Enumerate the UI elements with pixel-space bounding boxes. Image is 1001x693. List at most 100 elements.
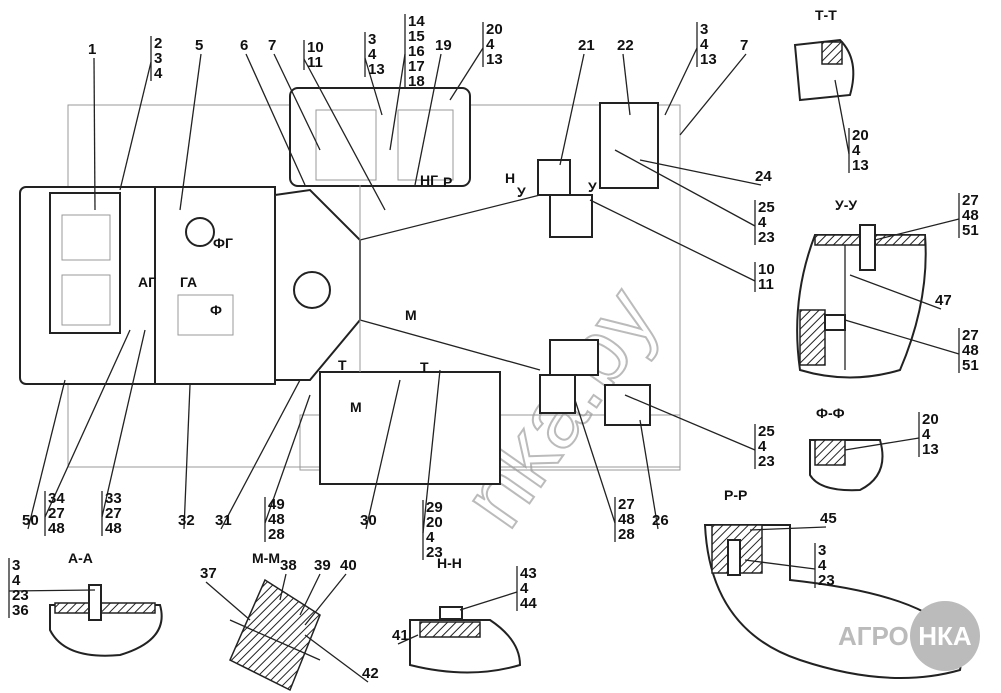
leader-line	[414, 53, 442, 186]
callout-22: 22	[617, 37, 634, 54]
callout-32: 32	[178, 512, 195, 529]
mark-h: Н	[505, 170, 515, 186]
callout-47: 47	[935, 292, 952, 309]
callout-21: 21	[578, 37, 595, 54]
leader-line	[639, 419, 659, 530]
leader-line	[205, 581, 251, 621]
leader-line	[679, 53, 747, 136]
leader-line	[179, 53, 202, 211]
leader-line	[365, 379, 401, 530]
leader-line	[749, 526, 827, 531]
leader-line	[559, 53, 585, 166]
callout-45: 45	[820, 510, 837, 527]
leader-line	[273, 53, 321, 151]
leader-line	[299, 573, 321, 616]
callout-38: 38	[280, 557, 297, 574]
callout-37: 37	[200, 565, 217, 582]
section-title-uu: У-У	[835, 197, 857, 213]
leader-line	[27, 379, 66, 530]
callout-50: 50	[22, 512, 39, 529]
callout-6: 6	[240, 37, 248, 54]
leader-line	[744, 559, 816, 570]
section-title-aa: А-А	[68, 550, 93, 566]
leader-line	[101, 329, 146, 518]
mark-u: У	[588, 179, 597, 195]
leader-line	[422, 369, 441, 534]
mark-m: М	[405, 307, 417, 323]
leader-line	[664, 47, 698, 116]
section-ff-view	[809, 439, 884, 492]
callout-26: 26	[652, 512, 669, 529]
main-frame-view	[19, 87, 681, 485]
leader-line	[459, 591, 518, 611]
leader-line	[8, 589, 96, 592]
section-title-mm: М-М	[252, 550, 280, 566]
logo-text: АГРО	[838, 621, 909, 651]
leader-line	[279, 573, 287, 601]
section-hh-view	[409, 606, 522, 674]
callout-40: 40	[340, 557, 357, 574]
leader-line	[622, 53, 631, 116]
mark-t: Т	[338, 357, 347, 373]
callout-39: 39	[314, 557, 331, 574]
mark-a: АГ	[138, 274, 156, 290]
leader-line	[183, 384, 191, 530]
callout-42: 42	[362, 665, 379, 682]
leader-line	[397, 634, 419, 645]
mark-p: Р	[443, 174, 452, 190]
leader-line	[874, 218, 960, 241]
mark-u: У	[517, 184, 526, 200]
callout-41: 41	[392, 627, 409, 644]
callout-24: 24	[755, 168, 772, 185]
section-title-tt: Т-Т	[815, 7, 837, 23]
section-aa-view	[49, 584, 163, 657]
leader-line	[220, 379, 301, 530]
callout-19: 19	[435, 37, 452, 54]
leader-line	[264, 394, 311, 524]
callout-7: 7	[740, 37, 748, 54]
section-tt-view	[793, 38, 855, 102]
leader-line	[574, 399, 616, 524]
logo: АГРО НКА	[838, 601, 980, 671]
leader-line	[119, 61, 152, 191]
callout-31: 31	[215, 512, 232, 529]
leader-line	[624, 394, 756, 451]
mark-m: М	[350, 399, 362, 415]
section-uu-view	[796, 224, 927, 379]
leader-line	[44, 329, 131, 518]
leader-line	[303, 58, 386, 211]
section-title-ff: Ф-Ф	[816, 405, 845, 421]
leader-line	[245, 53, 306, 186]
leader-line	[449, 47, 484, 101]
mark-t: Т	[420, 359, 429, 375]
callout-5: 5	[195, 37, 203, 54]
leader-line	[639, 159, 762, 186]
section-title-hh: Н-Н	[437, 555, 462, 571]
mark-a: ГА	[180, 274, 197, 290]
callout-7: 7	[268, 37, 276, 54]
leader-line	[364, 57, 383, 116]
leader-line	[389, 53, 406, 151]
mark-f: Ф	[210, 302, 222, 318]
callout-1: 1	[88, 41, 96, 58]
